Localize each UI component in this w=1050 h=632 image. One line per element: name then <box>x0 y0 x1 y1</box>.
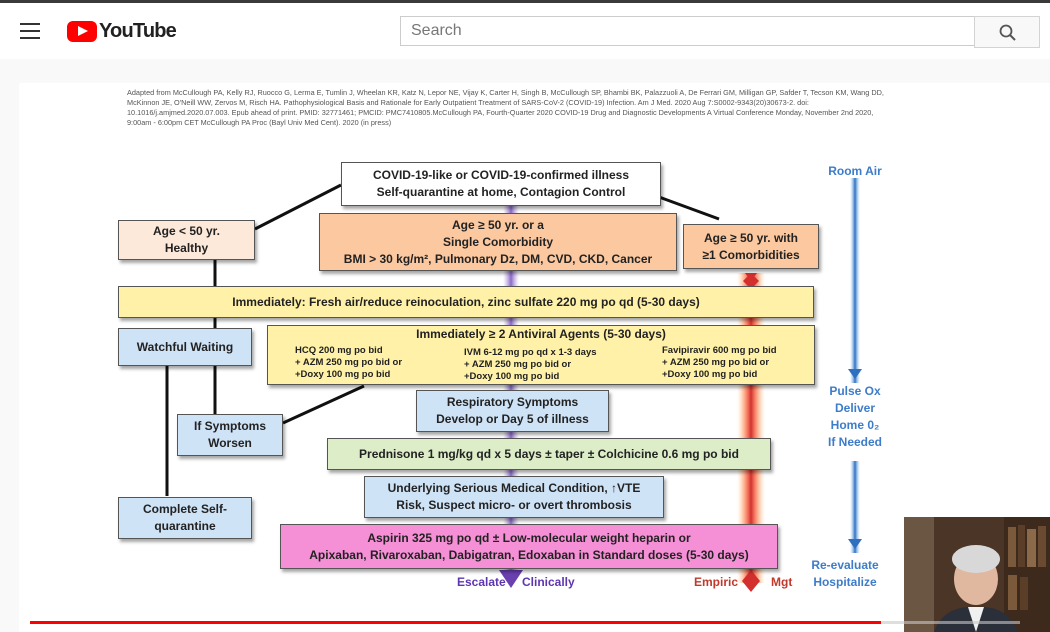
antiviral-ivm-line3: +Doxy 100 mg po bid <box>464 371 560 382</box>
label-empiric: Empiric <box>694 575 739 589</box>
menu-icon-bar <box>20 37 40 39</box>
antiviral-ivm-line2: + AZM 250 mg po bid or <box>464 359 572 370</box>
label-pulse-ox: Pulse Ox Deliver Home 0₂ If Needed <box>805 383 905 451</box>
pulse-ox-line3: Home 0₂ <box>830 418 880 432</box>
antiviral-fav-line3: +Doxy 100 mg po bid <box>662 369 758 380</box>
box-covid-illness-line2: Self-quarantine at home, Contagion Contr… <box>376 185 626 199</box>
menu-icon <box>20 23 40 25</box>
menu-button[interactable] <box>20 23 40 39</box>
antiviral-fav-line2: + AZM 250 mg po bid or <box>662 357 770 368</box>
box-age-over-50-multi-line1: Age ≥ 50 yr. with <box>704 230 798 245</box>
box-complete-self-quarantine: Complete Self- quarantine <box>118 497 252 539</box>
label-room-air: Room Air <box>828 164 882 178</box>
box-if-symptoms-line2: Worsen <box>208 436 252 450</box>
reevaluate-line1: Re-evaluate <box>811 558 879 572</box>
pulse-ox-line4: If Needed <box>827 435 882 449</box>
box-complete-line1: Complete Self- <box>142 502 227 516</box>
antiviral-hcq-line1: HCQ 200 mg po bid <box>295 345 383 356</box>
box-age-under-50-line1: Age < 50 yr. <box>152 224 221 238</box>
box-age-over-50-line2: Single Comorbidity <box>442 234 553 249</box>
box-immediately-text: Immediately: Fresh air/reduce reinoculat… <box>232 294 700 309</box>
play-logo-icon <box>67 20 97 42</box>
masthead: YouTube <box>0 3 1050 59</box>
box-complete-line2: quarantine <box>154 519 216 533</box>
box-underlying-line1: Underlying Serious Medical Condition, ↑V… <box>387 481 641 495</box>
box-if-symptoms-line1: If Symptoms <box>193 419 266 433</box>
box-age-over-50-single: Age ≥ 50 yr. or a Single Comorbidity BMI… <box>319 213 677 271</box>
label-reevaluate: Re-evaluate Hospitalize <box>795 557 895 591</box>
antiviral-col-ivm: IVM 6-12 mg po qd x 1-3 days + AZM 250 m… <box>464 347 597 383</box>
box-age-over-50-line3: BMI > 30 kg/m², Pulmonary Dz, DM, CVD, C… <box>343 251 653 266</box>
box-watchful-text: Watchful Waiting <box>136 339 234 354</box>
box-underlying-line2: Risk, Suspect micro- or overt thrombosis <box>396 498 632 512</box>
video-player[interactable]: Adapted from McCullough PA, Kelly RJ, Ru… <box>19 83 1050 632</box>
antiviral-hcq-line2: + AZM 250 mg po bid or <box>295 357 403 368</box>
presenter-webcam <box>904 517 1050 632</box>
pulse-ox-line1: Pulse Ox <box>829 384 881 398</box>
video-progress-bar[interactable] <box>30 621 1020 624</box>
box-age-under-50-line2: Healthy <box>164 241 209 255</box>
box-prednisone: Prednisone 1 mg/kg qd x 5 days ± taper ±… <box>327 438 771 470</box>
citation-text: Adapted from McCullough PA, Kelly RJ, Ru… <box>127 88 884 127</box>
box-respiratory-line2: Develop or Day 5 of illness <box>436 412 589 426</box>
menu-icon-bar <box>20 30 40 32</box>
box-age-over-50-multi-line2: ≥1 Comorbidities <box>702 247 800 262</box>
antiviral-ivm-line1: IVM 6-12 mg po qd x 1-3 days <box>464 347 597 358</box>
box-age-under-50: Age < 50 yr. Healthy <box>118 220 255 260</box>
box-covid-illness: COVID-19-like or COVID-19-confirmed illn… <box>341 162 661 206</box>
label-mgt: Mgt <box>771 575 793 589</box>
reevaluate-line2: Hospitalize <box>813 575 877 589</box>
search-button[interactable] <box>974 16 1040 48</box>
presenter-image <box>904 517 1050 632</box>
box-age-over-50-comorbidities: Age ≥ 50 yr. with ≥1 Comorbidities <box>683 224 819 269</box>
box-aspirin-line1: Aspirin 325 mg po qd ± Low-molecular wei… <box>367 530 691 545</box>
search-input[interactable] <box>400 16 974 46</box>
antiviral-fav-line1: Favipiravir 600 mg po bid <box>662 345 777 356</box>
video-progress-played <box>30 621 882 624</box>
top-border <box>0 0 1050 3</box>
box-respiratory-symptoms: Respiratory Symptoms Develop or Day 5 of… <box>416 390 609 432</box>
video-slide: Adapted from McCullough PA, Kelly RJ, Ru… <box>19 83 1050 632</box>
box-covid-illness-line1: COVID-19-like or COVID-19-confirmed illn… <box>372 168 630 182</box>
box-immediately-fresh-air: Immediately: Fresh air/reduce reinoculat… <box>118 286 814 318</box>
pulse-ox-line2: Deliver <box>834 401 876 415</box>
box-aspirin-line2: Apixaban, Rivaroxaban, Dabigatran, Edoxa… <box>309 547 749 562</box>
search-icon <box>999 24 1016 41</box>
antiviral-col-hcq: HCQ 200 mg po bid + AZM 250 mg po bid or… <box>295 345 402 381</box>
box-watchful-waiting: Watchful Waiting <box>118 328 252 366</box>
label-escalate: Escalate <box>457 575 506 589</box>
antiviral-col-favipiravir: Favipiravir 600 mg po bid + AZM 250 mg p… <box>662 345 777 381</box>
box-aspirin: Aspirin 325 mg po qd ± Low-molecular wei… <box>280 524 778 569</box>
box-age-over-50-line1: Age ≥ 50 yr. or a <box>452 217 544 232</box>
logo-text: YouTube <box>99 19 177 42</box>
box-prednisone-text: Prednisone 1 mg/kg qd x 5 days ± taper ±… <box>359 446 739 461</box>
box-antiviral-title: Immediately ≥ 2 Antiviral Agents (5-30 d… <box>416 327 666 341</box>
antiviral-hcq-line3: +Doxy 100 mg po bid <box>295 369 391 380</box>
box-underlying-condition: Underlying Serious Medical Condition, ↑V… <box>364 476 664 518</box>
label-clinically: Clinically <box>522 575 575 589</box>
box-respiratory-line1: Respiratory Symptoms <box>446 395 579 409</box>
box-antiviral-agents: Immediately ≥ 2 Antiviral Agents (5-30 d… <box>267 325 815 385</box>
box-if-symptoms-worsen: If Symptoms Worsen <box>177 414 283 456</box>
youtube-logo[interactable]: YouTube <box>67 19 177 42</box>
